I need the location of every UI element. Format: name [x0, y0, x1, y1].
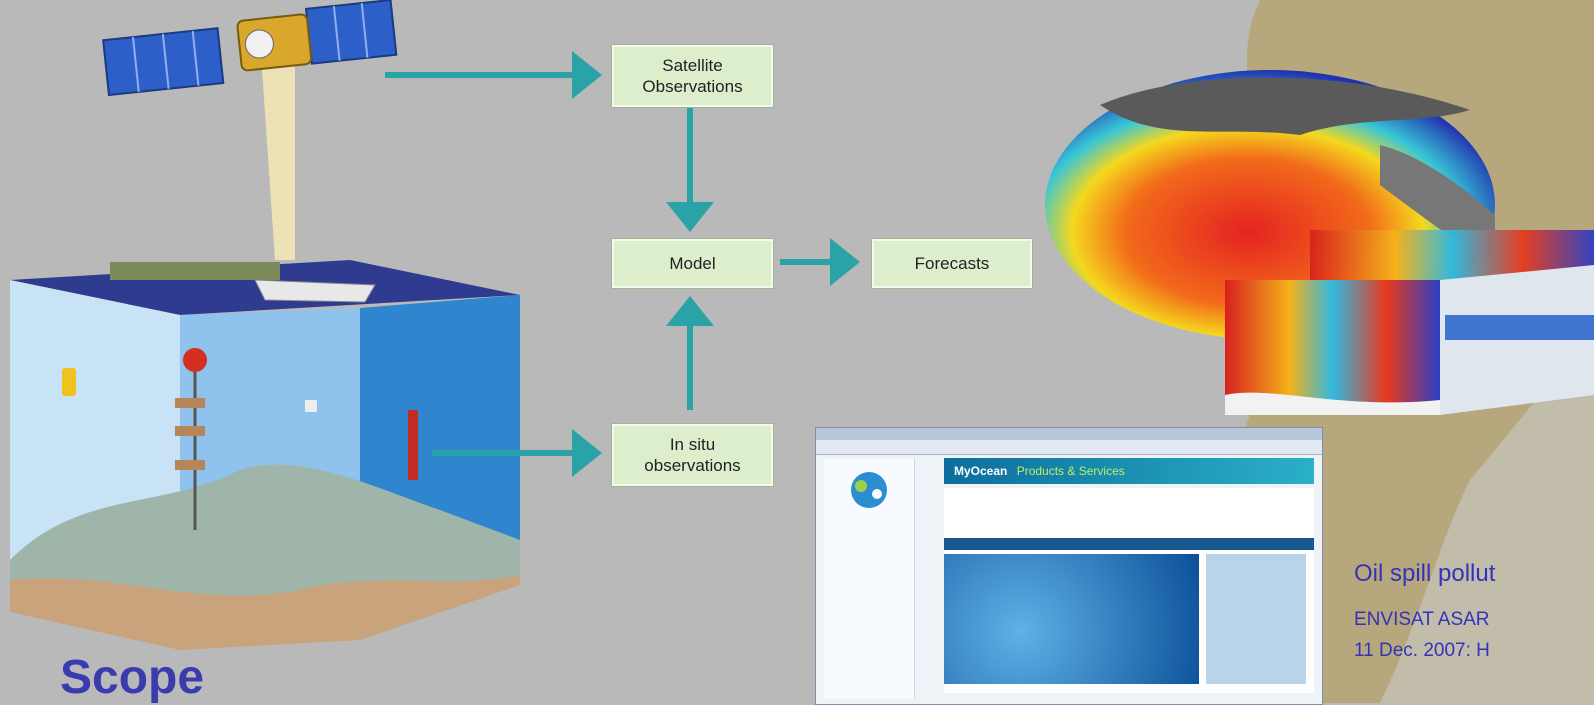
scope-title: Scope: [60, 651, 205, 704]
in-situ-observations-line2: observations: [644, 456, 741, 475]
satellite-observations-line2: Observations: [642, 77, 743, 96]
ocean-observation-illustration: [10, 260, 520, 650]
oil-spill-caption-line1: Oil spill pollut: [1354, 560, 1496, 587]
website-heading: Products & Services: [1016, 464, 1125, 478]
in-situ-observations-line1: In situ: [669, 435, 716, 454]
model-box: Model: [612, 239, 773, 288]
forecasts-label: Forecasts: [914, 254, 990, 273]
myocean-logo-icon: [851, 472, 887, 508]
website-globe-panel: [944, 554, 1199, 684]
browser-tabs: [816, 428, 1322, 440]
website-banner: [944, 538, 1314, 550]
in-situ-observations-box: In situ observations: [612, 424, 773, 486]
oil-spill-caption-line3: 11 Dec. 2007: H: [1354, 640, 1490, 661]
browser-address-bar: [816, 440, 1322, 455]
oil-spill-caption-line2: ENVISAT ASAR: [1354, 609, 1490, 630]
website-header: MyOcean Products & Services: [944, 458, 1314, 484]
myocean-website-thumbnail: MyOcean Products & Services: [815, 427, 1323, 705]
forecasts-box: Forecasts: [872, 239, 1032, 288]
website-sidebar: [824, 458, 915, 698]
satellite-illustration: [102, 0, 398, 260]
website-content: [944, 488, 1314, 693]
website-brand: MyOcean: [954, 464, 1008, 478]
model-label: Model: [669, 254, 716, 273]
satellite-observations-line1: Satellite: [662, 56, 723, 75]
satellite-observations-box: Satellite Observations: [612, 45, 773, 107]
ocean-temperature-globe: [1045, 70, 1594, 415]
website-side-panel: [1206, 554, 1306, 684]
